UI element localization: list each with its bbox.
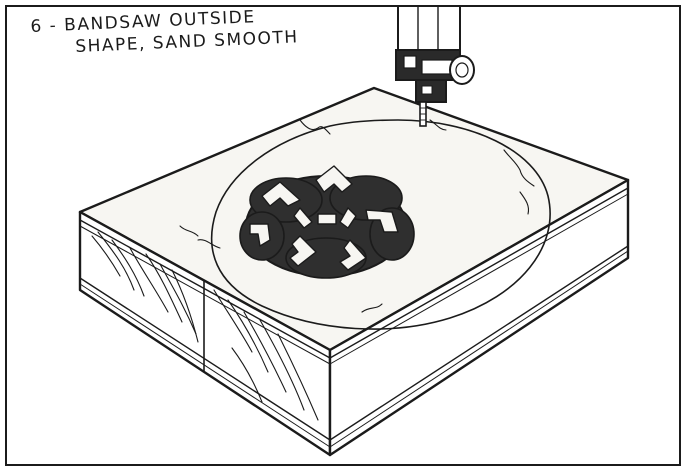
bandsaw-adjust-knob bbox=[450, 56, 474, 84]
bandsaw-guard-post bbox=[398, 6, 460, 50]
